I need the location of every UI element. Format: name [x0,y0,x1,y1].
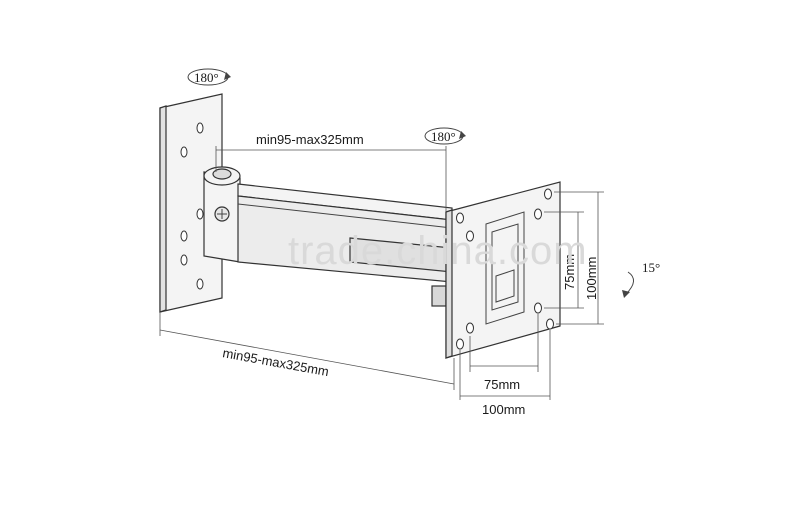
dimension-lines [159,146,604,400]
wall-plate [159,93,223,313]
rotation-indicators [187,68,634,298]
wall-plate-rotation-label: 180° [194,70,219,85]
arm-length-bottom-label: min95-max325mm [221,345,330,379]
extension-arm [203,166,453,307]
vesa-horizontal-75-label: 75mm [484,377,520,392]
arrow-head-icon [224,72,231,80]
arm-length-top-label: min95-max325mm [256,132,364,147]
arrow-head-icon [459,131,466,139]
vesa-horizontal-100-label: 100mm [482,402,525,417]
arm-joint-rotation-label: 180° [431,129,456,144]
vesa-vertical-100-label: 100mm [584,257,599,300]
tilt-arrow-icon [625,271,634,295]
vesa-vertical-75-label: 75mm [562,254,577,290]
vesa-head-plate [445,181,561,359]
tilt-rotation-label: 15° [642,260,660,275]
watermark: trade.china.com [288,229,588,273]
arrow-head-icon [622,290,630,298]
